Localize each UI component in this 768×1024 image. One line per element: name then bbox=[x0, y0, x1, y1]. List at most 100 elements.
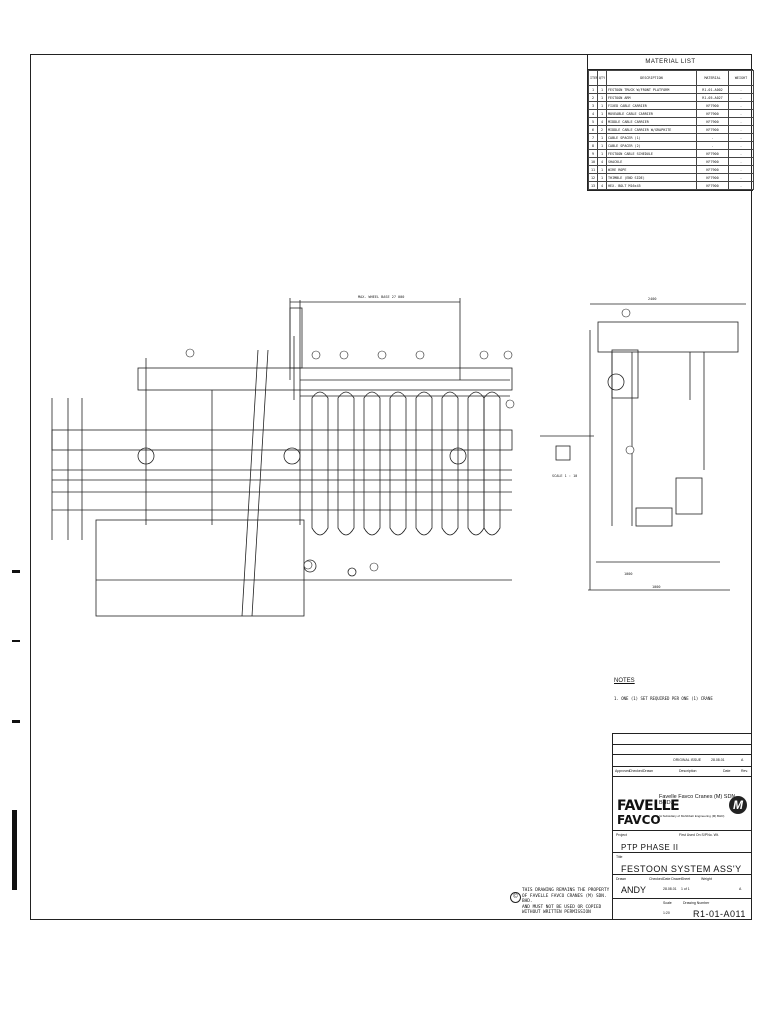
table-cell: MIDDLE CABLE CARRIER W/GRAPHITE bbox=[606, 125, 697, 134]
table-cell: THIMBLE (END SIDE) bbox=[606, 173, 697, 182]
table-cell: 3 bbox=[588, 101, 598, 110]
notes-title: NOTES bbox=[614, 678, 635, 684]
table-cell: - bbox=[728, 133, 754, 142]
table-cell: FESTOON ARM bbox=[606, 93, 697, 102]
table-cell: MOVEABLE CABLE CARRIER bbox=[606, 109, 697, 118]
copyright-notice: THIS DRAWING REMAINS THE PROPERTY OF FAV… bbox=[522, 888, 610, 916]
table-cell: KF7900 bbox=[696, 125, 729, 134]
copyright-line: WITHOUT WRITTEN PERMISSION bbox=[522, 910, 591, 916]
table-cell: FESTOON TRUCK W/FRONT PLATFORM bbox=[606, 85, 697, 94]
scale-note: SCALE 1 : 10 bbox=[552, 474, 577, 478]
weight-label: Weight bbox=[701, 877, 712, 881]
table-cell: 11 bbox=[588, 165, 598, 174]
table-cell: - bbox=[728, 85, 754, 94]
scale-label: Scale bbox=[663, 901, 672, 905]
table-cell: 2 bbox=[597, 125, 607, 134]
material-list-header: MATERIAL bbox=[696, 70, 729, 86]
dim-top-label: MAX. WHEEL BASE 27 000 bbox=[358, 295, 404, 299]
table-cell: 4 bbox=[588, 109, 598, 118]
table-cell: SHACKLE bbox=[606, 157, 697, 166]
company-subsidiary: (A Subsidiary of Muhibbah Engineering (M… bbox=[659, 814, 725, 818]
company-name: Favelle Favco Cranes (M) SDN. BHD. bbox=[659, 794, 737, 806]
copyright-line: OF FAVELLE FAVCO CRANES (M) SDN. BHD. bbox=[522, 893, 607, 905]
drawing-number: R1-01-A011 bbox=[693, 909, 746, 919]
material-list-header: DESCRIPTION bbox=[606, 70, 697, 86]
title-block: ORIGINAL ISSUE 28.08.01 A Approved Check… bbox=[612, 733, 752, 920]
drawing-number-label: Drawing Number bbox=[683, 901, 710, 905]
first-used-label: First Used On S/PNo. Wt. bbox=[679, 833, 719, 837]
table-cell: KF7900 bbox=[696, 149, 729, 158]
table-cell: 4 bbox=[597, 181, 607, 190]
table-cell: KF7900 bbox=[696, 157, 729, 166]
hdr-date: Date bbox=[723, 769, 731, 773]
table-cell: 1 bbox=[597, 141, 607, 150]
checked-label: Checked bbox=[649, 877, 663, 881]
table-cell: HEX. BOLT M16x45 bbox=[606, 181, 697, 190]
title-label: Title bbox=[616, 855, 623, 859]
table-cell: 4 bbox=[597, 117, 607, 126]
note-item: 1. ONE (1) SET REQUIRED PER ONE (1) CRAN… bbox=[614, 696, 713, 701]
scale-value: 1:20 bbox=[663, 911, 670, 915]
drawn-by: ANDY bbox=[621, 885, 647, 895]
table-cell: CABLE SPACER (1) bbox=[606, 133, 697, 142]
copyright-line: AND MUST NOT BE USED OR COPIED bbox=[522, 904, 602, 910]
table-cell: R1-01-A002 bbox=[696, 85, 729, 94]
table-cell: 5 bbox=[588, 117, 598, 126]
table-cell: - bbox=[728, 165, 754, 174]
drawing-title: FESTOON SYSTEM ASS'Y bbox=[621, 864, 742, 874]
table-cell: KF7900 bbox=[696, 101, 729, 110]
table-cell: 12 bbox=[588, 173, 598, 182]
table-cell: 2 bbox=[588, 93, 598, 102]
table-cell: - bbox=[728, 173, 754, 182]
revision-description: ORIGINAL ISSUE bbox=[673, 758, 702, 762]
table-cell: - bbox=[728, 101, 754, 110]
company-logo-favelle: FAVELLE bbox=[617, 798, 680, 814]
table-cell: - bbox=[728, 157, 754, 166]
dim-bottom-right: 1000 bbox=[652, 585, 660, 589]
table-cell: KF7900 bbox=[696, 181, 729, 190]
date-drawn: 28.08.01 bbox=[663, 887, 677, 891]
festoon-arm-side-view bbox=[597, 321, 739, 353]
table-cell: - bbox=[728, 93, 754, 102]
festoon-track-beam bbox=[137, 367, 513, 391]
scan-edge-marks bbox=[12, 560, 20, 940]
table-cell: 1 bbox=[597, 149, 607, 158]
table-cell: 8 bbox=[588, 141, 598, 150]
table-cell: 1 bbox=[597, 109, 607, 118]
revision-letter: A bbox=[741, 758, 744, 762]
table-cell: KF7900 bbox=[696, 109, 729, 118]
table-cell: - bbox=[696, 133, 729, 142]
table-cell: 4 bbox=[597, 157, 607, 166]
table-cell: - bbox=[728, 109, 754, 118]
revision-date: 28.08.01 bbox=[711, 758, 725, 762]
table-cell: 1 bbox=[597, 85, 607, 94]
table-cell: WIRE ROPE bbox=[606, 165, 697, 174]
copyright-icon: © bbox=[510, 892, 521, 903]
item-balloons bbox=[185, 308, 635, 572]
table-cell: - bbox=[728, 125, 754, 134]
material-list-header: ITEM bbox=[588, 70, 598, 86]
table-cell: 1 bbox=[597, 133, 607, 142]
table-cell: KF7900 bbox=[696, 117, 729, 126]
table-cell: MIDDLE CABLE CARRIER bbox=[606, 117, 697, 126]
project-name: PTP PHASE II bbox=[621, 843, 679, 852]
company-logo-favco: FAVCO bbox=[617, 813, 661, 827]
date-drawn-label: Date Drawn bbox=[663, 877, 682, 881]
table-cell: - bbox=[728, 149, 754, 158]
copyright-line: THIS DRAWING REMAINS THE PROPERTY bbox=[522, 888, 610, 893]
table-cell: KF7900 bbox=[696, 173, 729, 182]
table-cell: R1-05-A027 bbox=[696, 93, 729, 102]
